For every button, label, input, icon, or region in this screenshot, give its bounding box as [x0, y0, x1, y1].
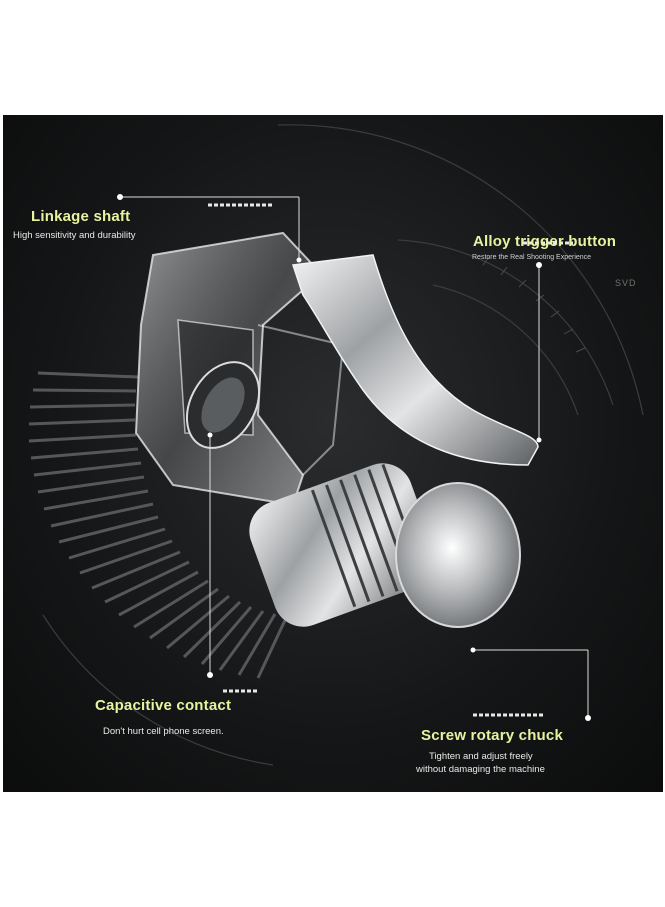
hud-arcs [42, 124, 644, 766]
product-illustration [28, 124, 644, 766]
screw-chuck-desc-line2: without damaging the machine [416, 764, 545, 775]
callout-dots [117, 194, 591, 721]
hud-dash-bars [208, 203, 573, 717]
striped-fan [28, 371, 289, 679]
product-photo-panel: SVD Linkage shaft High sensitivity and d… [3, 115, 663, 792]
screw-chuck-title: Screw rotary chuck [421, 727, 563, 744]
screw-chuck [249, 463, 521, 628]
hud-ticks [482, 256, 586, 353]
capacitive-contact-title: Capacitive contact [95, 697, 232, 714]
callout-lines [120, 196, 589, 718]
clear-housing [134, 231, 345, 507]
alloy-trigger-title: Alloy trigger button [473, 233, 617, 250]
linkage-shaft-desc: High sensitivity and durability [13, 230, 136, 241]
alloy-trigger [291, 254, 539, 466]
capacitive-contact-desc: Don't hurt cell phone screen. [103, 726, 224, 737]
linkage-shaft-title: Linkage shaft [31, 208, 131, 225]
watermark: SVD [615, 278, 637, 288]
screw-chuck-desc-line1: Tighten and adjust freely [429, 751, 533, 762]
alloy-trigger-desc: Restore the Real Shooting Experience [472, 254, 592, 261]
